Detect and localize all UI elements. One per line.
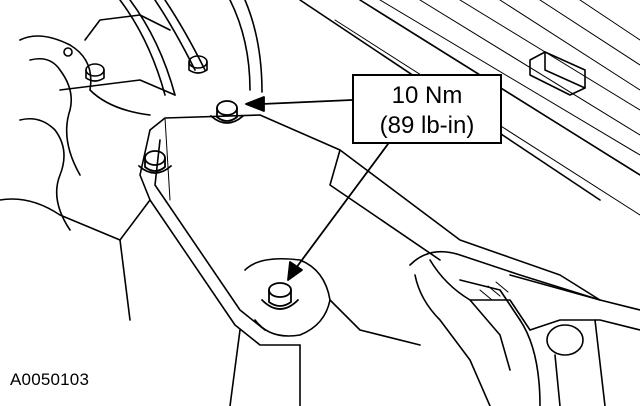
figure-id: A0050103 (10, 370, 90, 389)
upper-bolt (210, 100, 244, 124)
torque-metric-label: 10 Nm (391, 82, 463, 109)
left-assembly (0, 0, 263, 241)
lower-bolt (261, 282, 299, 310)
leader-arrows (245, 96, 389, 281)
torque-callout-box: 10 Nm (89 lb-in) (352, 74, 502, 144)
lower-leader-line (295, 143, 389, 269)
upper-arrowhead (245, 96, 265, 112)
lower-right-bracket (409, 250, 640, 406)
left-bolt (138, 150, 172, 174)
torque-imperial-label: (89 lb-in) (379, 112, 475, 139)
cover-housing (119, 114, 601, 406)
lower-arrowhead (287, 261, 303, 281)
upper-leader-line (261, 99, 353, 105)
